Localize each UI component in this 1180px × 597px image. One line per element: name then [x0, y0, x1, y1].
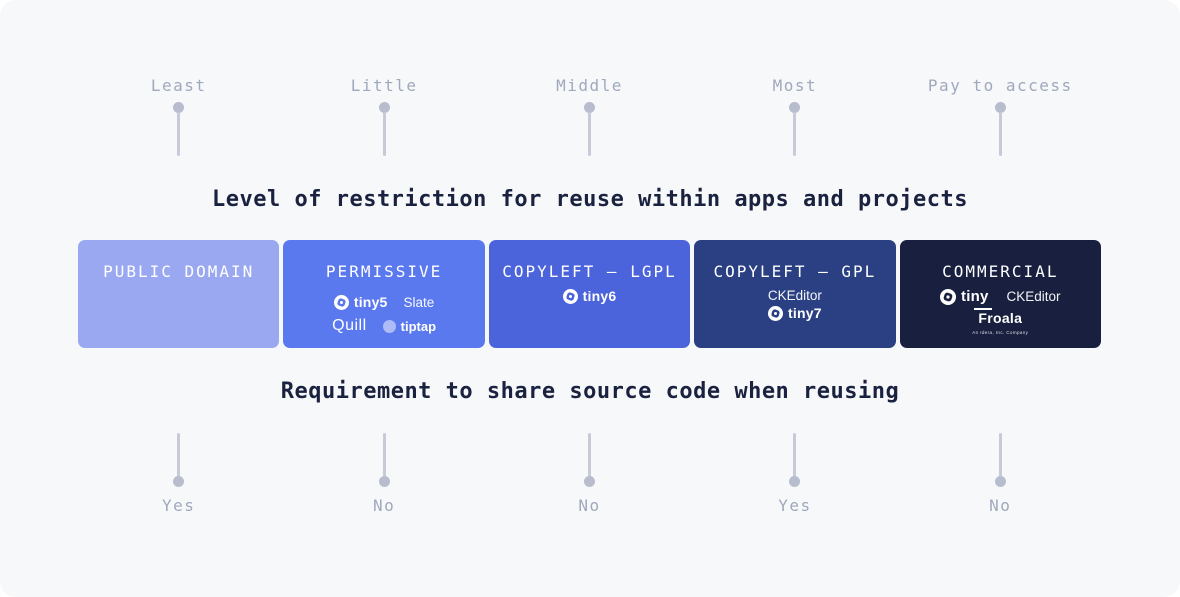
ckeditor-logo: CKEditor	[1006, 289, 1061, 304]
tiny-icon	[768, 305, 784, 321]
tiny6-label: tiny6	[582, 288, 617, 304]
pin-stem	[382, 433, 386, 477]
froala-tagline: An Idera, Inc. Company	[972, 330, 1029, 335]
tiny-label: tiny	[961, 288, 989, 305]
bottom-axis-label: No	[989, 496, 1012, 515]
card-title: COPYLEFT – GPL	[713, 262, 877, 281]
quill-logo: Quill	[332, 317, 367, 334]
top-axis-label: Middle	[556, 76, 623, 95]
top-pins	[78, 102, 1101, 156]
card-copyleft-lgpl: COPYLEFT – LGPL tiny6	[488, 240, 691, 348]
bottom-axis-labels: Yes No No Yes No	[78, 496, 1101, 515]
tiptap-label: tiptap	[400, 318, 437, 334]
pin-marker	[78, 433, 279, 487]
pin-dot	[173, 476, 185, 487]
tiny-icon	[562, 288, 578, 304]
pin-marker	[900, 102, 1101, 156]
bottom-axis-label: Yes	[778, 496, 812, 515]
card-copyleft-gpl: COPYLEFT – GPL CKEditor tiny7	[694, 240, 896, 348]
card-title: COMMERCIAL	[942, 262, 1059, 281]
card-public-domain: PUBLIC DOMAIN	[78, 240, 280, 348]
pin-stem	[382, 112, 386, 156]
bottom-axis-label: Yes	[161, 496, 196, 515]
pin-dot	[173, 102, 185, 113]
froala-bar	[974, 308, 993, 310]
pin-marker	[694, 102, 895, 156]
pin-marker	[78, 102, 279, 156]
slate-logo: Slate	[403, 294, 435, 310]
bottom-pins	[78, 433, 1101, 487]
pin-stem	[587, 112, 591, 156]
tinymce5-logo: tiny5	[333, 294, 388, 310]
pin-stem	[177, 433, 181, 477]
froala-label: Froala	[978, 310, 1023, 326]
pin-marker	[489, 102, 690, 156]
pin-marker	[283, 433, 484, 487]
pin-marker	[489, 433, 690, 487]
pin-dot	[378, 476, 390, 487]
tiny-icon	[333, 294, 349, 310]
pin-marker	[694, 433, 895, 487]
top-axis-label: Pay to access	[927, 76, 1073, 95]
top-axis-labels: Least Little Middle Most Pay to access	[78, 76, 1101, 95]
pin-dot	[378, 102, 390, 113]
ckeditor-logo: CKEditor	[767, 288, 822, 303]
tiptap-icon	[382, 319, 396, 333]
card-permissive: PERMISSIVE tiny5 Slate Quill tiptap	[283, 240, 485, 348]
card-title: COPYLEFT – LGPL	[502, 262, 677, 281]
pin-dot	[789, 102, 801, 113]
restriction-title: Level of restriction for reuse within ap…	[212, 187, 968, 212]
pin-dot	[994, 476, 1006, 487]
tinymce7-logo: tiny7	[768, 305, 822, 321]
top-axis-label: Little	[350, 76, 418, 95]
card-commercial: COMMERCIAL tiny CKEditor Froala An Idera…	[899, 240, 1101, 348]
pin-dot	[583, 102, 595, 113]
pin-dot	[583, 476, 595, 487]
pin-dot	[789, 476, 801, 487]
tinymce-logo: tiny	[940, 288, 988, 305]
pin-marker	[283, 102, 484, 156]
tinymce6-logo: tiny6	[562, 288, 617, 304]
pin-stem	[177, 112, 181, 156]
top-axis-label: Most	[772, 76, 818, 95]
share-source-title: Requirement to share source code when re…	[280, 379, 900, 404]
top-axis-label: Least	[150, 76, 207, 95]
tiptap-logo: tiptap	[382, 318, 437, 334]
pin-stem	[587, 433, 591, 477]
pin-stem	[793, 433, 797, 477]
tiny7-label: tiny7	[788, 305, 822, 321]
tiny-icon	[940, 288, 957, 305]
license-cards: PUBLIC DOMAIN PERMISSIVE tiny5 Slate Qui…	[78, 240, 1101, 348]
pin-dot	[994, 102, 1006, 113]
bottom-axis-label: No	[578, 496, 601, 515]
pin-marker	[900, 433, 1101, 487]
pin-stem	[998, 433, 1002, 477]
bottom-axis-label: No	[372, 496, 396, 515]
pin-stem	[998, 112, 1002, 156]
card-title: PUBLIC DOMAIN	[103, 262, 255, 281]
card-title: PERMISSIVE	[325, 262, 443, 281]
pin-stem	[793, 112, 797, 156]
froala-logo: Froala An Idera, Inc. Company	[972, 308, 1028, 340]
tiny5-label: tiny5	[353, 294, 388, 310]
